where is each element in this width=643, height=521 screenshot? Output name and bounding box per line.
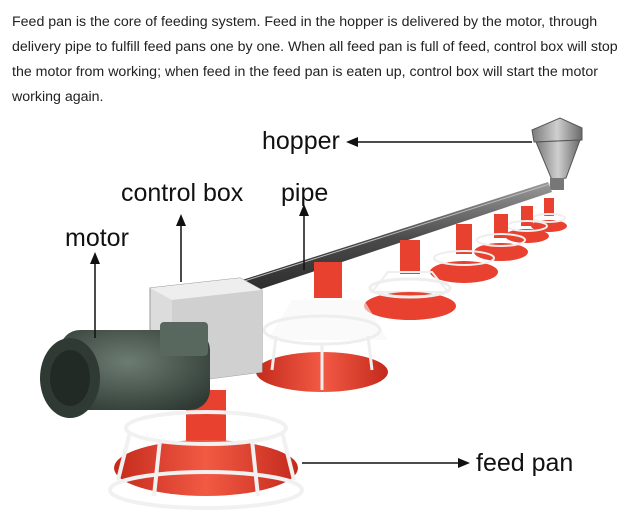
motor-label: motor <box>65 224 129 252</box>
feed-pan <box>474 214 528 261</box>
feed-pan-arrow <box>302 458 470 468</box>
feed-pan <box>430 224 498 283</box>
feeding-system-illustration <box>40 117 583 510</box>
description-text: Feed pan is the core of feeding system. … <box>12 14 618 105</box>
control-box-label: control box <box>121 179 244 207</box>
feed-pan <box>364 240 456 320</box>
hopper-label: hopper <box>262 127 340 155</box>
feed-pan <box>256 262 388 392</box>
control-box-arrow <box>176 214 186 282</box>
hopper <box>531 117 583 190</box>
feed-pan-label: feed pan <box>476 449 574 477</box>
hopper-arrow <box>346 137 532 147</box>
feed-pan-row <box>256 198 567 392</box>
feed-pan <box>531 198 567 232</box>
motor <box>40 322 210 418</box>
pipe-arrow <box>299 204 309 270</box>
pipe-label: pipe <box>281 179 329 207</box>
motor-arrow <box>90 252 100 338</box>
feed-pan <box>108 390 304 510</box>
